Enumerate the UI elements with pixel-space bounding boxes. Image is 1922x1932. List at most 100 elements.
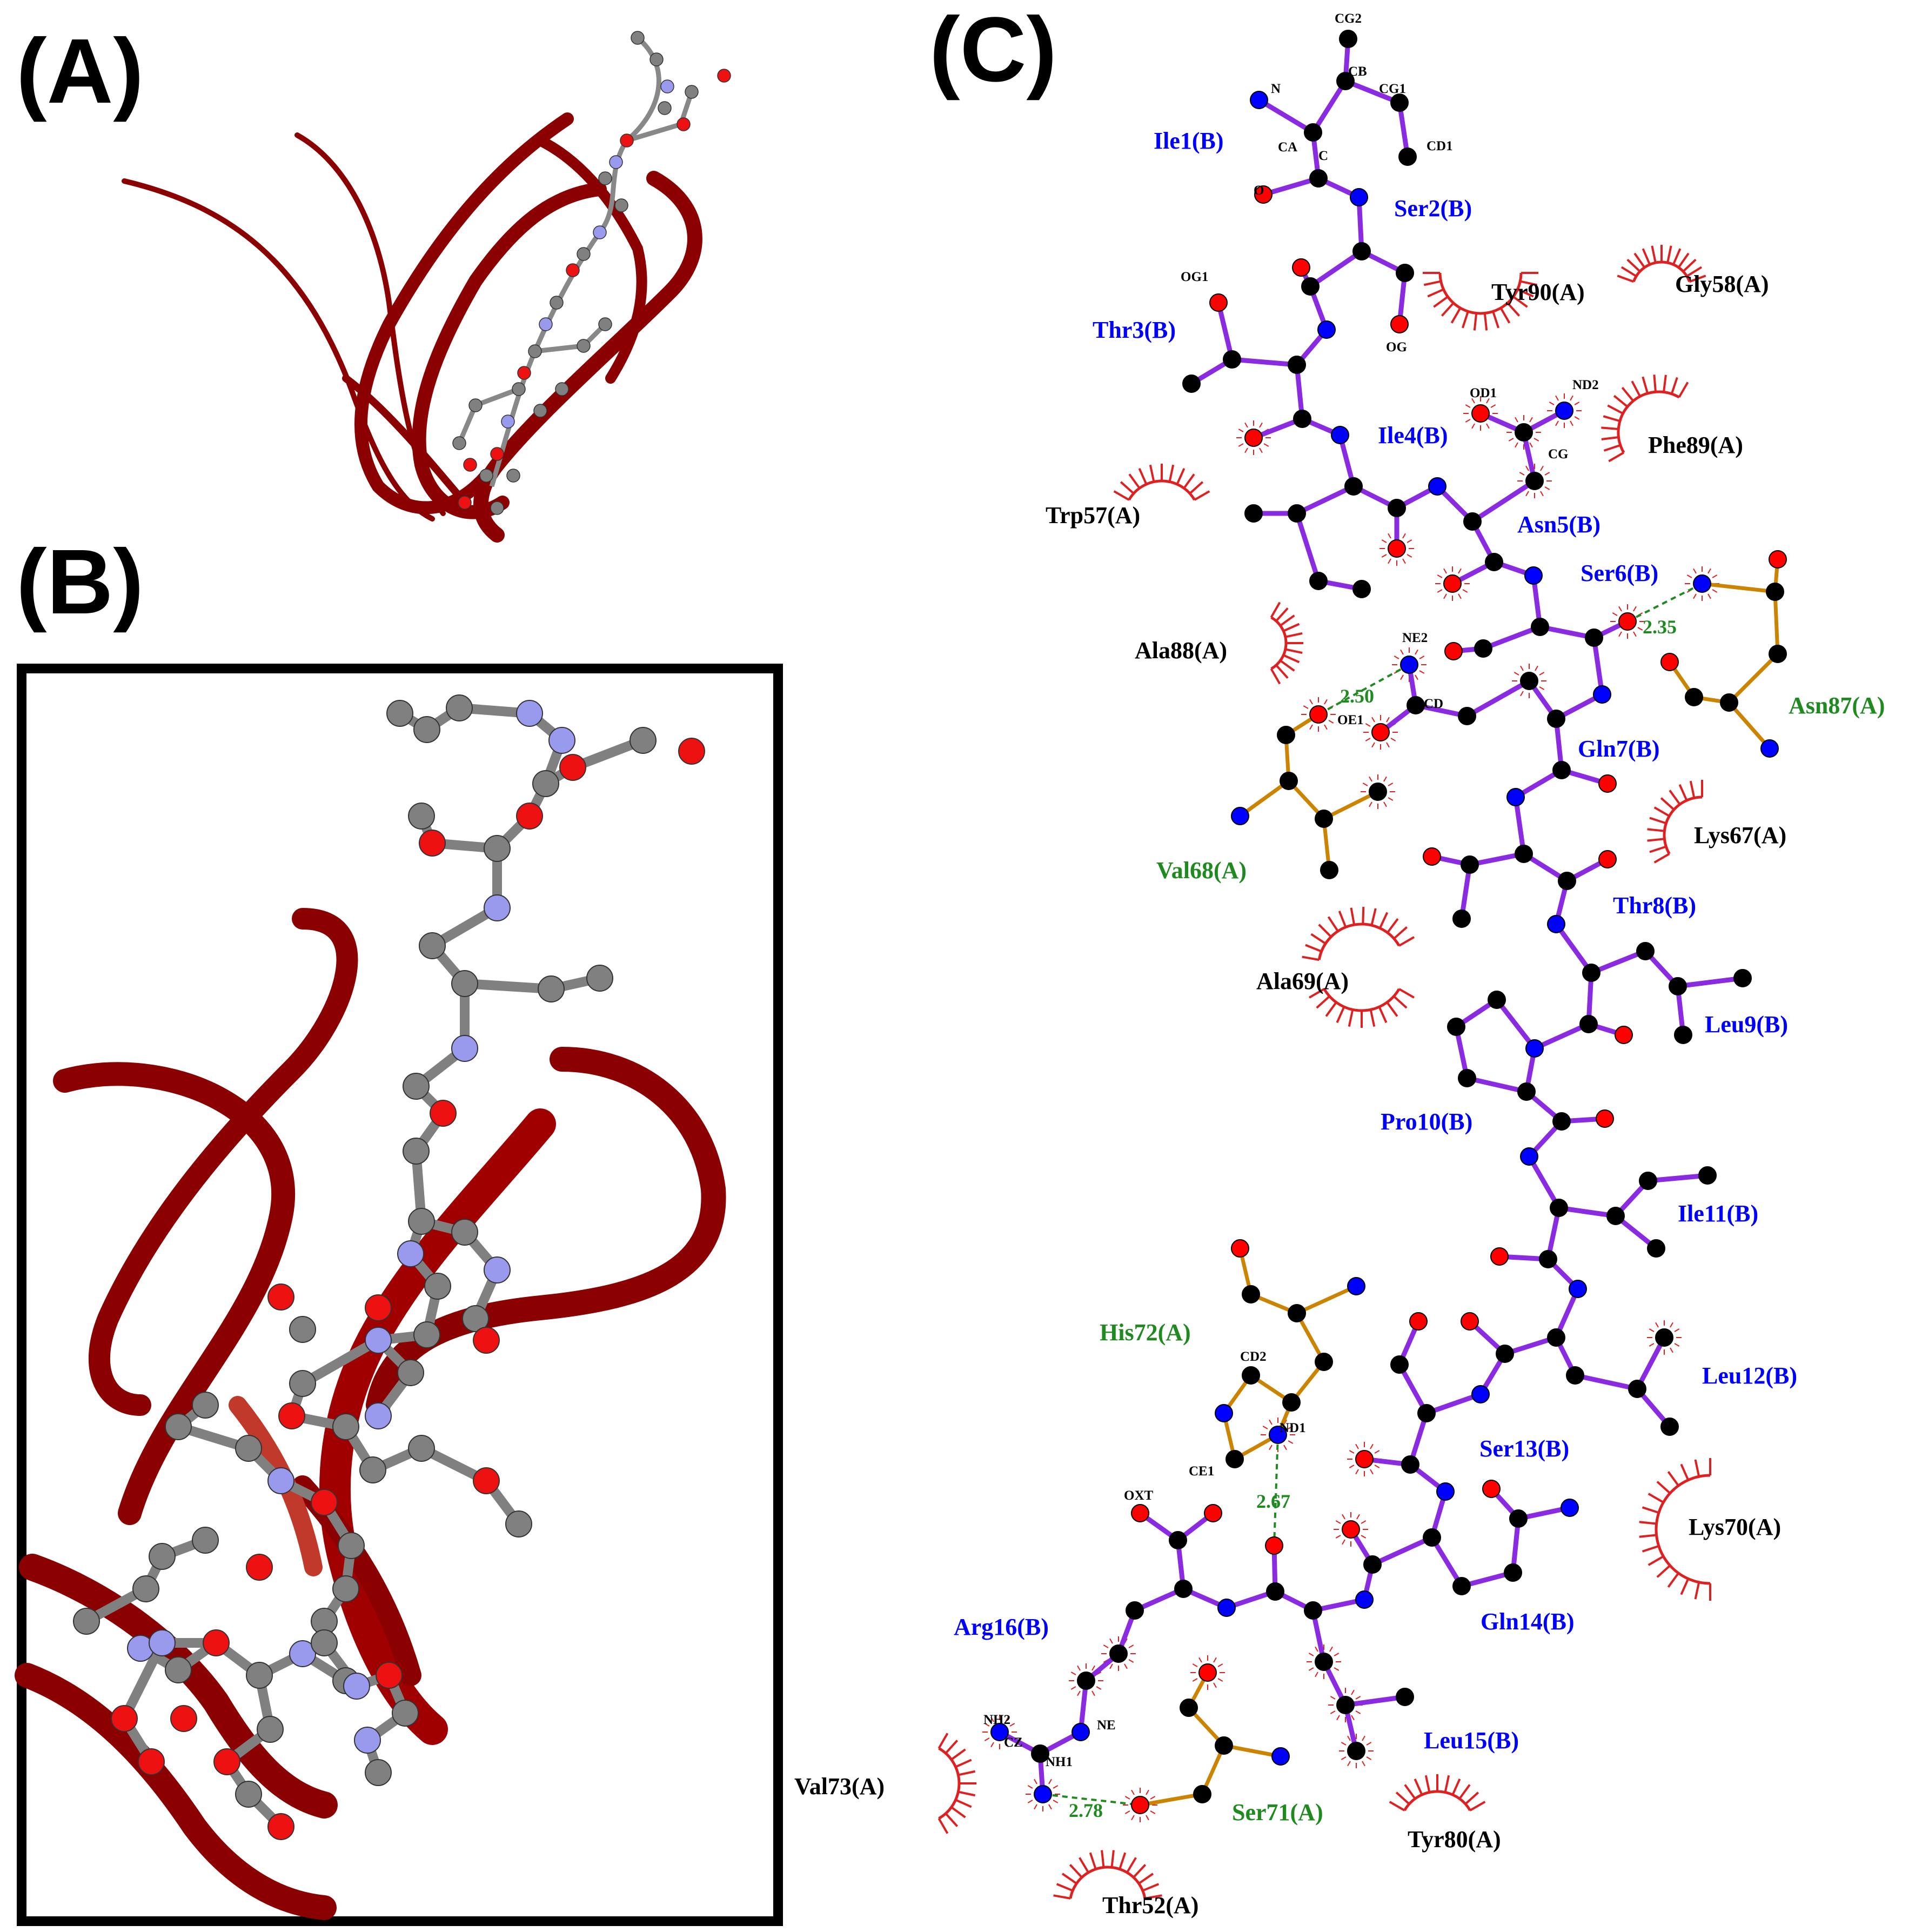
ligand-label-arg16: Arg16(B) xyxy=(954,1614,1049,1640)
hydrophobic-arc-2-spike-10 xyxy=(1653,375,1657,392)
hydrophobic-arc-6 xyxy=(1317,922,1401,960)
atom-l15-o xyxy=(1265,1536,1283,1555)
atom-label-ne2: NE2 xyxy=(1402,631,1428,645)
hydrophobic-arc-11-spike-8 xyxy=(1119,1852,1127,1870)
atom-t3-c xyxy=(1293,410,1311,428)
panel-b-atom-40 xyxy=(192,1392,219,1419)
hydrophobic-arc-8-spike-6 xyxy=(1642,1545,1659,1553)
hydrophobic-arc-7-spike-10 xyxy=(1309,988,1325,999)
contact-spoke-0-5 xyxy=(1465,419,1471,423)
atom-t8-ca xyxy=(1515,845,1533,863)
hydrophobic-arc-3 xyxy=(1128,479,1196,501)
ligand-label-ser6: Ser6(B) xyxy=(1581,560,1658,586)
atom-l9-n xyxy=(1547,915,1565,933)
hydrophobic-arc-8-spike-5 xyxy=(1648,1555,1664,1566)
ligand-label-gln7: Gln7(B) xyxy=(1578,736,1660,762)
panel-b-atom-20 xyxy=(430,1100,457,1127)
ligand-bond-86 xyxy=(1635,1335,1667,1392)
hydrophobic-arc-7-spike-2 xyxy=(1386,1001,1398,1017)
contact-spoke-9-7 xyxy=(1381,539,1387,543)
hydrophobic-arc-1-spike-1 xyxy=(1620,266,1637,277)
atom-contact-spokes xyxy=(982,393,1719,1822)
atom-l9-cd1 xyxy=(1674,1026,1692,1044)
contact-spoke-2-1 xyxy=(1533,438,1539,442)
contact-spoke-10-7 xyxy=(1238,429,1244,432)
ligand-bond-4 xyxy=(1256,97,1316,135)
panel-b-atom-16 xyxy=(538,975,565,1002)
ligand-bond-16 xyxy=(1216,300,1235,362)
atom-g7-n xyxy=(1593,685,1611,704)
hbond-residue-labels: Asn87(A) Val68(A) His72(A) Ser71(A) xyxy=(1100,692,1885,1826)
atom-labels: CG2 CB CG1 CD1 N CA C O OG1 OG OD1 ND2 C… xyxy=(983,11,1599,1769)
hydrophobic-arc-0-spike-8 xyxy=(1473,313,1478,331)
contact-spoke-21-2 xyxy=(1362,1761,1365,1767)
hydrophobic-arc-8-spike-4 xyxy=(1656,1565,1671,1578)
atom-label-cd1: CD1 xyxy=(1427,139,1453,153)
hydrophobic-arc-2-spike-1 xyxy=(1603,444,1621,452)
hydrophobic-arc-6-spike-3 xyxy=(1318,924,1332,938)
hydrophobic-label-ala88: Ala88(A) xyxy=(1135,637,1227,664)
hbond-line-3 xyxy=(1042,1793,1141,1806)
panel-b-atom-51 xyxy=(192,1527,219,1554)
contact-spoke-26-2 xyxy=(1383,801,1387,807)
contact-spoke-14-10 xyxy=(1091,1665,1095,1671)
atom-n87-od1 xyxy=(1769,550,1787,569)
ligand-bond-59 xyxy=(1553,921,1594,975)
panel-b-atom-19 xyxy=(403,1073,430,1100)
contact-spoke-23-7 xyxy=(1649,1328,1655,1332)
hbond-line-0 xyxy=(1627,583,1703,623)
ligand-bond-22 xyxy=(1294,484,1356,516)
hydrophobic-arc-0-spike-4 xyxy=(1506,302,1521,317)
atom-i1-cg1 xyxy=(1390,93,1409,112)
hydrophobic-arc-2-spike-12 xyxy=(1670,377,1678,395)
contact-spoke-8-7 xyxy=(1514,672,1519,676)
hydrophobic-arc-5-spike-7 xyxy=(1669,790,1681,805)
contact-spoke-20-7 xyxy=(1308,1653,1314,1656)
atom-g7-o xyxy=(1598,774,1617,793)
contact-spoke-0-4 xyxy=(1471,423,1475,429)
contact-spoke-11-10 xyxy=(1370,1443,1374,1449)
atom-l15-cd1 xyxy=(1347,1742,1365,1760)
hydrophobic-arc-3-spike-0 xyxy=(1113,490,1130,501)
contact-spoke-23-5 xyxy=(1649,1343,1655,1347)
contact-spoke-6-5 xyxy=(1365,738,1371,741)
hydrophobic-arc-2-spike-3 xyxy=(1601,426,1619,430)
atom-v68-ca xyxy=(1280,772,1298,790)
atom-label-nd2: ND2 xyxy=(1572,378,1599,392)
atom-label-o: O xyxy=(1254,183,1264,198)
contact-spoke-4-8 xyxy=(1443,568,1447,574)
atom-s13-o xyxy=(1355,1450,1374,1468)
atom-a5-nd2 xyxy=(1555,402,1573,420)
hydrophobic-arc-8-spike-1 xyxy=(1694,1582,1700,1600)
contact-spoke-21-10 xyxy=(1362,1735,1365,1741)
atom-v68-o xyxy=(1309,705,1328,724)
ligand-label-leu9: Leu9(B) xyxy=(1705,1011,1788,1038)
panel-b-atom-27 xyxy=(289,1370,316,1397)
hydrophobic-arc-3-spike-8 xyxy=(1183,473,1195,489)
panel-a-atom-12 xyxy=(577,247,591,261)
hydrophobic-arc-11-spike-11 xyxy=(1138,1873,1154,1884)
panel-b-atom-50 xyxy=(149,1543,176,1570)
ligand-bond-11 xyxy=(1308,249,1364,289)
contact-spoke-24-4 xyxy=(1693,593,1697,599)
hydrophobic-arc-8-spike-2 xyxy=(1680,1578,1690,1595)
hydrophobic-arc-6-spike-5 xyxy=(1338,911,1347,928)
ligand-bond-1 xyxy=(1343,78,1402,105)
panel-b-atom-5 xyxy=(532,770,559,797)
panel-b-atom-61 xyxy=(267,1813,294,1840)
atom-p10-c xyxy=(1552,1112,1571,1131)
atom-label-og1: OG1 xyxy=(1181,270,1208,284)
ligand-bond-103 xyxy=(1370,1535,1435,1567)
hydrophobic-arc-7-spike-1 xyxy=(1393,995,1408,1009)
partner-bond-25 xyxy=(1222,1743,1283,1759)
contact-spoke-15-8 xyxy=(1109,1638,1113,1644)
hydrophobic-arc-7 xyxy=(1323,988,1401,1012)
hbond-distance-labels: 2.35 2.50 2.67 2.78 xyxy=(1069,616,1677,1821)
atom-h72-ca xyxy=(1288,1304,1306,1322)
contact-spoke-0-8 xyxy=(1471,398,1475,404)
atom-r16-nh2 xyxy=(990,1723,1009,1741)
panel-a-atom-27 xyxy=(506,469,520,483)
hydrophobic-arc-11 xyxy=(1069,1866,1147,1899)
contact-spoke-10-2 xyxy=(1259,447,1263,453)
